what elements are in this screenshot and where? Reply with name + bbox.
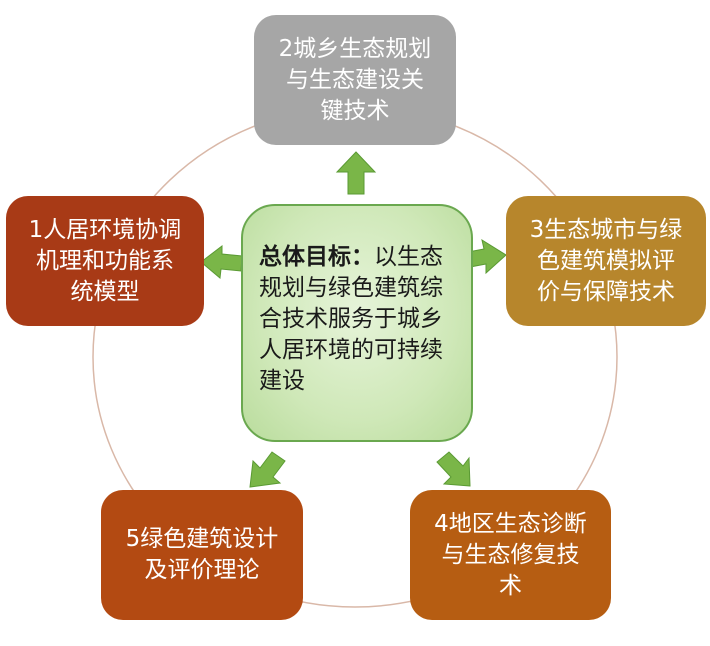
arrow-to-node-4 [436,451,471,487]
goal-label: 总体目标： [259,244,374,270]
node-3-line-3: 价与保障技术 [536,278,675,305]
node-1-line-2: 机理和功能系 [35,247,174,274]
node-2-line-1: 2城乡生态规划 [278,35,432,62]
node-3-line-1: 3生态城市与绿 [529,216,683,243]
arrow-to-node-3 [467,238,507,275]
node-4-line-3: 术 [498,572,522,599]
node-3-line-2: 色建筑模拟评 [536,247,675,274]
center-goal-box: 总体目标：以生态规划与绿色建筑综合技术服务于城乡人居环境的可持续建设 [241,204,473,442]
arrow-to-node-2 [335,151,377,195]
node-3-box: 3生态城市与绿 色建筑模拟评 价与保障技术 [506,196,706,326]
node-1-box: 1人居环境协调 机理和功能系 统模型 [6,196,204,326]
node-4-line-1: 4地区生态诊断 [434,510,587,537]
node-5-line-1: 5绿色建筑设计 [125,526,279,552]
node-4-line-2: 与生态修复技 [441,541,580,568]
goal-text: 以生态规划与绿色建筑综合技术服务于城乡人居环境的可持续建设 [259,244,443,394]
arrow-to-node-1 [200,244,243,279]
node-1-line-3: 统模型 [70,278,140,305]
node-1-line-1: 1人居环境协调 [28,216,182,243]
node-5-box: 5绿色建筑设计 及评价理论 [101,490,303,620]
node-2-line-2: 与生态建设关 [285,66,424,93]
node-2-box: 2城乡生态规划 与生态建设关 键技术 [254,15,456,145]
node-2-line-3: 键技术 [320,97,390,124]
arrow-to-node-5 [249,451,286,488]
node-4-box: 4地区生态诊断 与生态修复技 术 [410,490,611,620]
node-5-line-2: 及评价理论 [144,557,260,583]
